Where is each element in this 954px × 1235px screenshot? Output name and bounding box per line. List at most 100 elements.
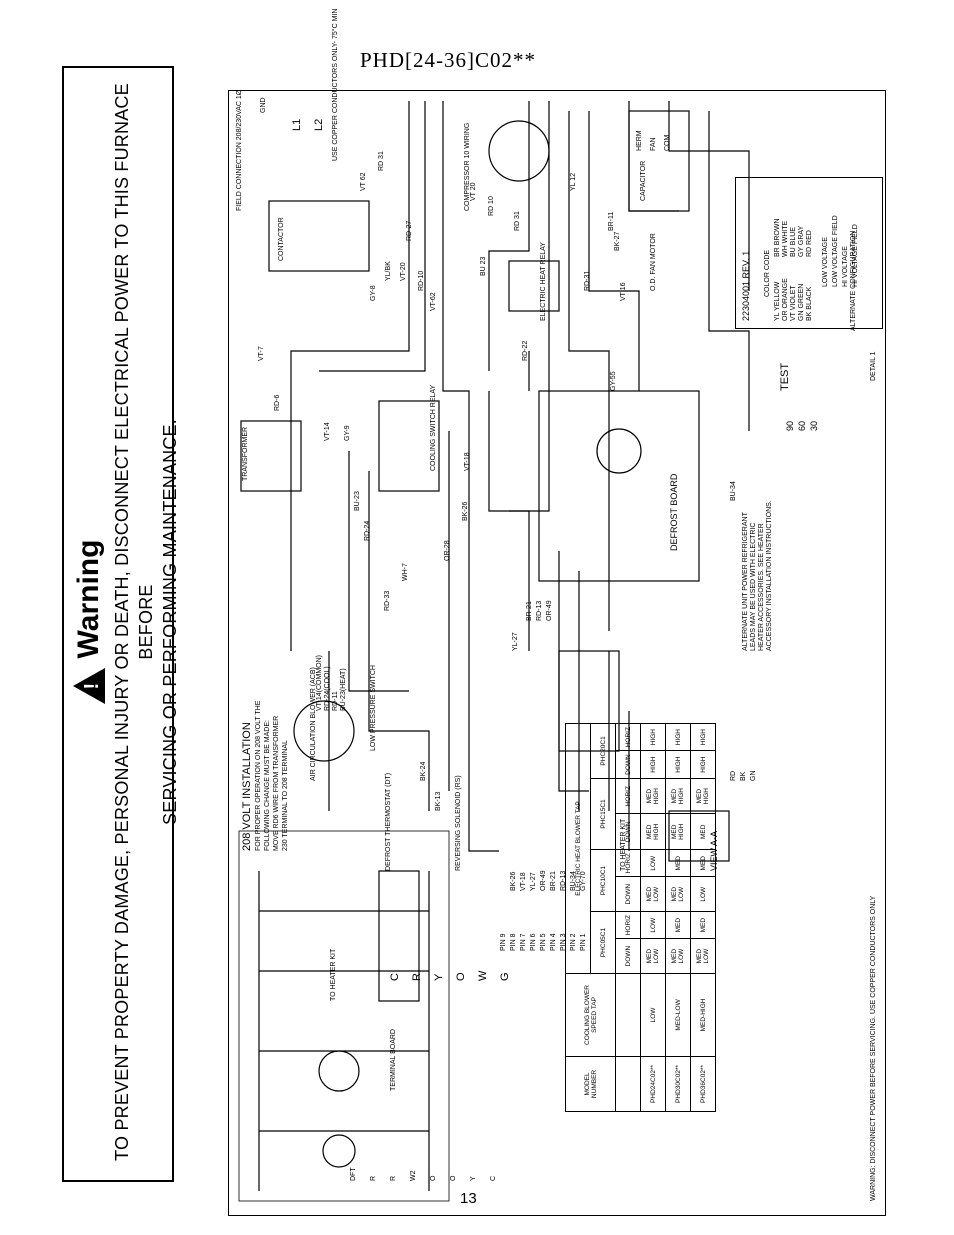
gnd-wire: GN [750, 770, 757, 782]
l1-label: L1 [291, 118, 303, 131]
wire-label: VT-18 [464, 452, 471, 471]
table-sub: DOWN [615, 813, 641, 850]
wire-label: BU-23 [354, 491, 361, 511]
wire-label: BU-23(HEAT) [340, 668, 347, 711]
pin-wire: YL-27 [530, 872, 537, 891]
wire-label: VT 20 [470, 182, 477, 201]
contactor-label: CONTACTOR [278, 217, 285, 261]
warning-line-2: SERVICING OR PERFORMING MAINTENANCE. [160, 419, 180, 825]
pin-wire: BR-21 [550, 871, 557, 891]
wire-label: VT-20 [400, 262, 407, 281]
defrost-time: 90 [785, 420, 795, 431]
defrost-thermostat-label: DEFROST THERMOSTAT (DT) [385, 772, 392, 871]
wire-label: RD-33 [384, 590, 391, 611]
table-kit: PHC05C1 [590, 911, 616, 974]
table-header-electric: ELECTRIC HEAT BLOWER TAP [565, 723, 591, 974]
pin-wire: VT-18 [520, 872, 527, 891]
wire-label: GY-55 [610, 371, 617, 391]
wire-label: BK-13 [435, 791, 442, 811]
gnd-wire: RD [730, 770, 737, 781]
warning-heading: ! Warning [68, 72, 110, 1172]
pin-label: PIN 8 [510, 933, 517, 951]
legend-item: HI VOLTAGE [842, 246, 849, 287]
warning-heading-text: Warning [72, 539, 105, 659]
section-208-line-1: FOR PROPER OPERATION ON 208 VOLT THE [255, 700, 262, 851]
pin-wire: BK-26 [510, 871, 517, 891]
test-label: TEST [779, 362, 791, 391]
color-code-right: RD RED [806, 230, 813, 257]
to-heater-kit-2-label: TO HEATER KIT [330, 948, 337, 1001]
color-code-block: 22304001 REV. 1 COLOR CODE YL YELLOW OR … [735, 177, 883, 329]
wire-label: OR-28 [444, 540, 451, 561]
legend-item: LOW VOLTAGE FIELD [832, 215, 839, 287]
pin-label: PIN 5 [540, 933, 547, 951]
fan-motor-label: O.D. FAN MOTOR [650, 233, 657, 291]
transformer-label: TRANSFORMER [242, 426, 249, 481]
model-title: PHD[24-36]C02** [360, 48, 536, 72]
warning-line-1: TO PREVENT PROPERTY DAMAGE, PERSONAL INJ… [112, 83, 156, 1161]
wire-label: GY-8 [370, 285, 377, 301]
pin-label: PIN 7 [520, 933, 527, 951]
pin-label: PIN 9 [500, 933, 507, 951]
table-kit: PHC15C1 [590, 778, 616, 850]
cooling-switch-relay-label: COOLING SWITCH RELAY [430, 384, 437, 471]
table-sub: HORIZ [615, 723, 641, 751]
df-term: W2 [410, 1170, 417, 1182]
wire-label: RD-31 [584, 270, 591, 291]
table-row: PHD30C02** MED-LOW MED LOW MED MED LOW M… [665, 723, 691, 1112]
tb-letter: W [477, 970, 489, 981]
wire-label: BR-21 [526, 601, 533, 621]
wire-label: YL 12 [570, 172, 577, 191]
df-term: DFT [350, 1167, 357, 1181]
electric-heat-relay-label: ELECTRIC HEAT RELAY [540, 242, 547, 321]
wire-label: BR-11 [608, 211, 615, 231]
tb-letter: Y [433, 973, 445, 981]
tb-letter: C [389, 973, 401, 981]
warning-box-border [62, 66, 174, 1182]
pin-label: PIN 4 [550, 933, 557, 951]
blower-tap-table: MODEL NUMBER COOLING BLOWER SPEED TAP EL… [565, 723, 716, 1112]
wiring-diagram: 208 VOLT INSTALLATION FOR PROPER OPERATI… [228, 9, 886, 1216]
table-sub: DOWN [615, 750, 641, 779]
df-term: Y [470, 1176, 477, 1181]
defrost-time: 30 [809, 420, 819, 431]
df-term: C [490, 1175, 497, 1181]
color-code-left: BK BLACK [806, 286, 813, 321]
table-row: PHD24C02** LOW MED LOW LOW MED LOW LOW M… [640, 723, 666, 1112]
color-code-title: COLOR CODE [764, 249, 771, 297]
wire-label: VT 62 [360, 172, 367, 191]
table-header-cooling: COOLING BLOWER SPEED TAP [565, 973, 616, 1057]
wire-label: RD-10 [418, 270, 425, 291]
l2-label: L2 [313, 118, 325, 131]
section-208-line-3: MOVE RD6 WIRE FROM TRANSFORMER [273, 715, 280, 851]
wire-label: BU 23 [480, 256, 487, 276]
cap-terminal: COM [664, 134, 671, 151]
section-208-line-2: FOLLOWING CHANGE MUST BE MADE: [264, 720, 271, 851]
part-number: 22304001 REV. 1 [741, 250, 751, 321]
wire-label: RD-27 [406, 220, 413, 241]
reversing-solenoid-label: REVERSING SOLENOID (RS) [455, 775, 462, 871]
gnd-label: GND [260, 97, 267, 113]
warning-triangle-icon: ! [73, 668, 105, 705]
table-sub: DOWN [615, 876, 641, 912]
table-sub: HORIZ [615, 911, 641, 939]
wire-label: YL/BK [385, 261, 392, 281]
warning-content: ! Warning TO PREVENT PROPERTY DAMAGE, PE… [68, 72, 180, 1172]
wire-label: GY-9 [344, 425, 351, 441]
table-sub: DOWN [615, 938, 641, 974]
pin-label: PIN 6 [530, 933, 537, 951]
wire-label: WH-7 [402, 563, 409, 581]
low-pressure-switch-label: LOW PRESSURE SWITCH [370, 665, 377, 751]
page-number: 13 [460, 1190, 477, 1207]
tb-letter: R [411, 973, 423, 981]
wire-label: RD-6 [274, 394, 281, 411]
wire-label: RD-22 [522, 340, 529, 361]
wire-label: RD 10 [488, 196, 495, 216]
df-term: O [450, 1175, 457, 1181]
df-term: R [370, 1175, 377, 1181]
gnd-wire: BK [740, 771, 747, 781]
alternate-note-4: ACCESSORY INSTALLATION INSTRUCTIONS. [766, 500, 773, 651]
wire-label: RD-24 [364, 520, 371, 541]
wiring-lines [238, 101, 750, 1202]
tb-letter: G [499, 972, 511, 981]
